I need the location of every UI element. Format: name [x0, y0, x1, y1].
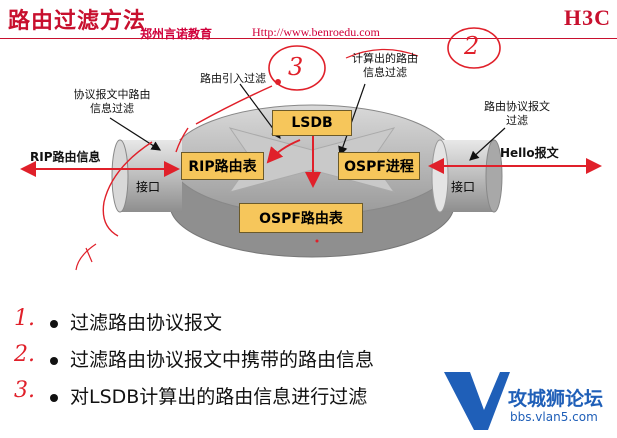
circle-3-mark — [268, 45, 326, 91]
bullet-item: 过滤路由协议报文中携带的路由信息 — [50, 345, 374, 372]
left-interface-label: 接口 — [136, 180, 161, 194]
bullet-item: 对LSDB计算出的路由信息进行过滤 — [50, 382, 367, 409]
callout-protocol-filter: 路由协议报文 过滤 — [484, 100, 550, 127]
bullet-dot-icon — [50, 393, 58, 402]
handwritten-mark-3: 3. — [14, 378, 35, 403]
handwritten-mark-1: 1. — [14, 306, 35, 331]
bullet-dot-icon — [50, 356, 58, 365]
watermark-url: Http://www.benroedu.com — [252, 25, 380, 39]
header-divider — [0, 38, 617, 39]
v5-logo-icon — [444, 372, 510, 430]
watermark-school: 郑州言诺教育 — [140, 27, 213, 41]
forum-logo-text: 攻城狮论坛 — [508, 388, 604, 410]
forum-logo-url: bbs.vlan5.com — [510, 410, 598, 424]
callout-protocol-message: 协议报文中路由 信息过滤 — [73, 88, 151, 115]
brand-logo: H3C — [564, 5, 611, 30]
bullet-item: 过滤路由协议报文 — [50, 308, 222, 335]
handwritten-circle-2: 2 — [464, 32, 480, 60]
ospf-table-box: OSPF路由表 — [239, 203, 363, 233]
rip-table-box: RIP路由表 — [181, 152, 264, 180]
handwritten-circle-3: 3 — [288, 53, 304, 81]
right-pipe — [440, 140, 494, 212]
rip-info-label: RIP路由信息 — [30, 150, 101, 164]
ospf-process-box: OSPF进程 — [338, 152, 420, 180]
right-interface-label: 接口 — [451, 180, 476, 194]
callout-computed-routes: 计算出的路由 信息过滤 — [352, 52, 418, 79]
page-title: 路由过滤方法 — [8, 9, 147, 34]
ospf-to-rip-arrow — [266, 139, 301, 164]
lsdb-box: LSDB — [272, 110, 352, 136]
callout-route-import: 路由引入过滤 — [200, 72, 266, 85]
circle-2-mark — [447, 27, 501, 69]
hello-packet-label: Hello报文 — [500, 146, 559, 160]
bullet-dot-icon — [50, 319, 58, 328]
handwritten-mark-2: 2. — [14, 342, 35, 367]
left-pipe — [120, 140, 182, 212]
